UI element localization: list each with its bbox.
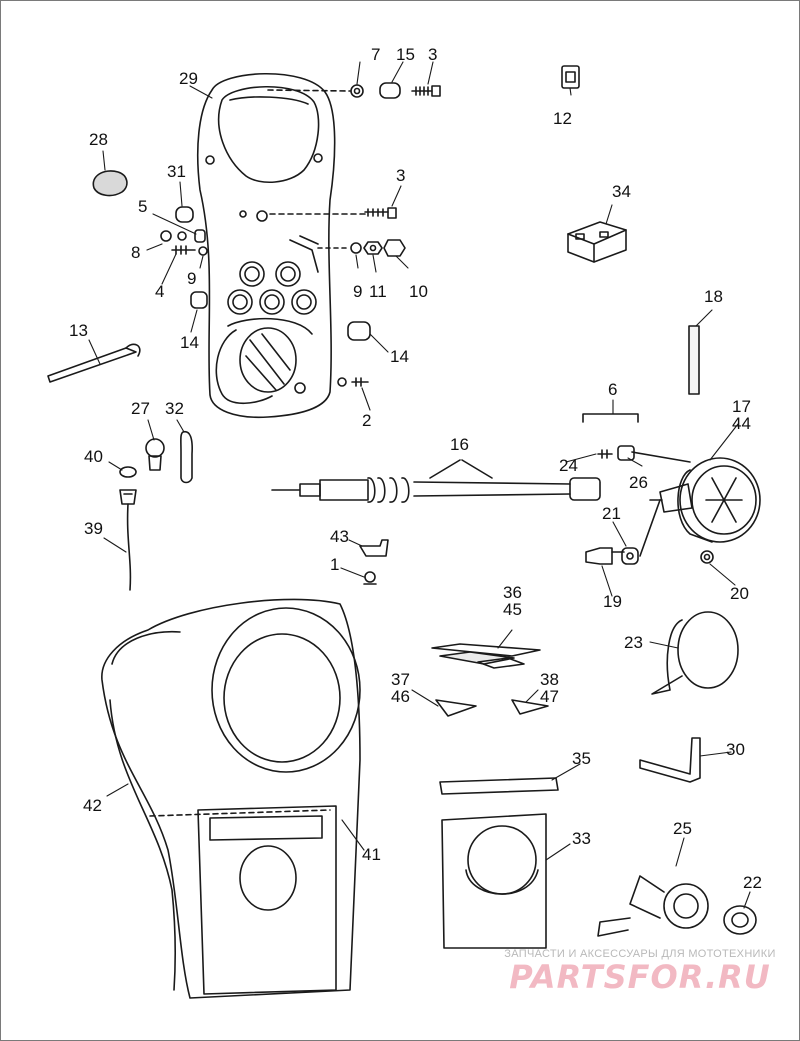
callout-12: 12 — [553, 109, 572, 128]
callout-8: 8 — [131, 243, 141, 262]
callout-35: 35 — [572, 749, 591, 768]
callout-36: 36 — [503, 583, 522, 602]
callout-29: 29 — [179, 69, 198, 88]
bracket-screw-parts — [359, 539, 389, 585]
lamp-parts — [119, 430, 193, 591]
callout-1: 1 — [330, 555, 340, 574]
clip-strip-part — [439, 777, 559, 795]
callout-38: 38 — [540, 670, 559, 689]
strip-part — [688, 325, 700, 395]
callout-10: 10 — [409, 282, 428, 301]
callout-14b: 14 — [390, 347, 409, 366]
callout-3: 3 — [428, 45, 438, 64]
callout-15: 15 — [396, 45, 415, 64]
speedometer-cable-part — [271, 459, 601, 503]
label-set-parts — [431, 643, 549, 717]
callout-42: 42 — [83, 796, 102, 815]
callout-9: 9 — [187, 269, 197, 288]
callout-31: 31 — [167, 162, 186, 181]
mount-bracket-part — [639, 737, 701, 783]
callout-9b: 9 — [353, 282, 363, 301]
callout-41: 41 — [362, 845, 381, 864]
drive-unit-parts — [597, 875, 757, 937]
callout-46: 46 — [391, 687, 410, 706]
callout-27: 27 — [131, 399, 150, 418]
watermark: ЗАПЧАСТИ И АКСЕССУАРЫ ДЛЯ МОТОТЕХНИКИ PA… — [488, 948, 792, 996]
callout-4: 4 — [155, 282, 165, 301]
callout-7: 7 — [371, 45, 381, 64]
callout-19: 19 — [603, 592, 622, 611]
callout-11: 11 — [369, 282, 387, 301]
callout-23: 23 — [624, 633, 643, 652]
watermark-logo: PARTSFOR.RU — [509, 958, 771, 996]
callout-22: 22 — [743, 873, 762, 892]
callout-6: 6 — [608, 380, 618, 399]
callout-32: 32 — [165, 399, 184, 418]
callout-30: 30 — [726, 740, 745, 759]
callout-5: 5 — [138, 197, 148, 216]
cable-tie-part — [47, 343, 141, 383]
callout-33: 33 — [572, 829, 591, 848]
callout-24: 24 — [559, 456, 578, 475]
cover-part — [651, 611, 739, 695]
callout-40: 40 — [84, 447, 103, 466]
callout-39: 39 — [84, 519, 103, 538]
boot-part — [92, 170, 128, 197]
callout-37: 37 — [391, 670, 410, 689]
callout-3b: 3 — [396, 166, 406, 185]
callout-2: 2 — [362, 411, 372, 430]
callout-17: 17 — [732, 397, 751, 416]
callout-47: 47 — [540, 687, 559, 706]
callout-14: 14 — [180, 333, 199, 352]
panel-part — [441, 813, 547, 949]
nacelle-part — [101, 598, 361, 999]
callout-18: 18 — [704, 287, 723, 306]
leader-lines — [88, 61, 751, 909]
speedometer-part — [649, 457, 761, 543]
callout-28: 28 — [89, 130, 108, 149]
fitting-parts — [585, 499, 714, 565]
callout-25: 25 — [673, 819, 692, 838]
clip-part — [561, 65, 580, 89]
callout-34: 34 — [612, 182, 631, 201]
callout-26: 26 — [629, 473, 648, 492]
callout-21: 21 — [602, 504, 621, 523]
callout-20: 20 — [730, 584, 749, 603]
callout-45: 45 — [503, 600, 522, 619]
watermark-subtitle: ЗАПЧАСТИ И АКСЕССУАРЫ ДЛЯ МОТОТЕХНИКИ — [504, 948, 776, 960]
gauge-bracket-part — [196, 72, 336, 419]
screw-parts — [582, 413, 691, 463]
callout-13: 13 — [69, 321, 88, 340]
callout-44: 44 — [732, 414, 751, 433]
callout-16: 16 — [450, 435, 469, 454]
hardware-parts — [160, 82, 441, 387]
connector-part — [567, 221, 627, 263]
callout-43: 43 — [330, 527, 349, 546]
